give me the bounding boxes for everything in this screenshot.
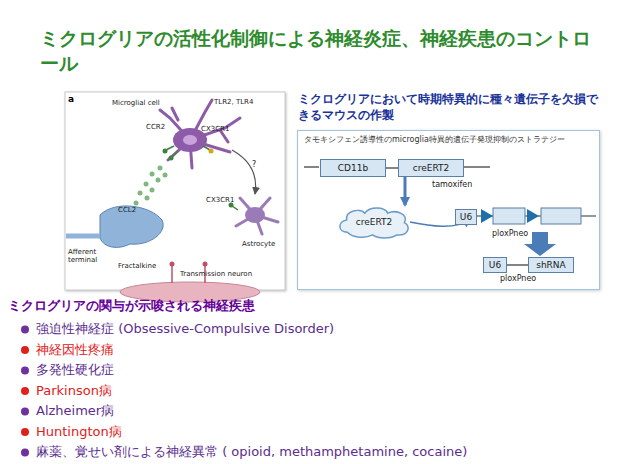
bullet <box>21 449 29 457</box>
bullet <box>21 387 29 395</box>
connector <box>507 264 528 265</box>
gene-name: shRNA <box>536 261 566 270</box>
disease-item: Parkinson病 <box>36 383 606 399</box>
figure-label: tamoxifen <box>432 180 492 190</box>
gene-box: CD11b <box>320 159 386 177</box>
figure-label: Afferent terminal <box>68 248 102 265</box>
connector <box>386 167 398 168</box>
bullet <box>21 408 29 416</box>
bullet <box>21 367 29 375</box>
figure-label: ploxPneo <box>500 274 560 284</box>
figure-label: ploxPneo <box>492 229 552 239</box>
figure-label: Microglial cell <box>112 99 182 107</box>
figure-label: Transmission neuron <box>180 270 270 278</box>
figure-label: CX3CR1 <box>206 196 246 204</box>
connector <box>404 177 407 205</box>
figure-label: CCR2 <box>146 123 176 131</box>
gene-box: U6 <box>455 209 477 225</box>
disease-item: 多発性硬化症 <box>36 362 606 378</box>
figure-label: CX3CR1 <box>201 125 241 133</box>
gene-box: U6 <box>483 257 507 273</box>
bullet <box>21 326 29 334</box>
figure-label: Fractalkine <box>118 262 168 270</box>
figure-label: CCL2 <box>118 206 148 214</box>
frame-heading: タモキシフェン誘導性のmicroglia特異的遺伝子発現抑制のストラテジー <box>304 135 593 145</box>
gene-name: creERT2 <box>413 164 450 173</box>
bullet <box>21 428 29 436</box>
gene-name: CD11b <box>338 164 368 173</box>
bullet <box>21 346 29 354</box>
disease-item: Alzheimer病 <box>36 403 606 419</box>
gene-box: shRNA <box>528 257 574 273</box>
section-heading: ミクログリアの関与が示唆される神経疾患 <box>8 298 408 314</box>
title: ミクログリアの活性化制御による神経炎症、神経疾患のコントロール <box>40 26 600 75</box>
figure-label: TLR2, TLR4 <box>214 98 274 106</box>
figure-label: ? <box>252 160 262 170</box>
gene-name: U6 <box>460 213 472 222</box>
strategy-frame: タモキシフェン誘導性のmicroglia特異的遺伝子発現抑制のストラテジー CD1… <box>297 130 600 290</box>
figure-label: Astrocyte <box>242 240 284 248</box>
gene-name: creERT2 <box>356 218 393 227</box>
disease-item: 神経因性疼痛 <box>36 342 606 358</box>
gene-box: creERT2 <box>398 159 464 177</box>
disease-item: 強迫性神経症 (Obsessive-Compulsive Disorder) <box>36 321 606 337</box>
section-heading: ミクログリアにおいて時期特異的に種々遺伝子を欠損できるマウスの作製 <box>298 91 598 123</box>
protein-cloud: creERT2 <box>336 205 412 239</box>
disease-item: Huntington病 <box>36 424 606 440</box>
gene-name: U6 <box>489 261 501 270</box>
disease-item: 麻薬、覚せい剤による神経異常 ( opioid, methamphetamine… <box>36 444 606 460</box>
